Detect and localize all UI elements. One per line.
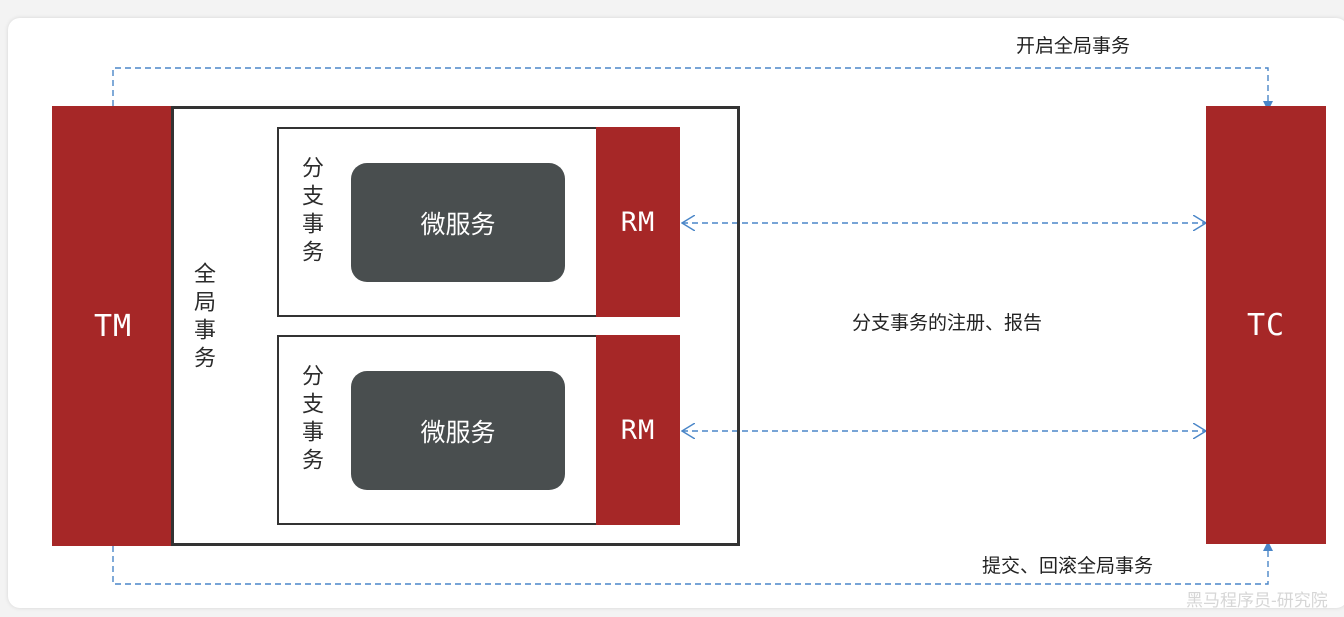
global-transaction-label: 全局事务 [190,262,215,374]
register-report-label: 分支事务的注册、报告 [852,312,1043,334]
microservice-label: 微服务 [420,417,496,447]
commit-rollback-label: 提交、回滚全局事务 [982,555,1154,577]
microservice-label: 微服务 [420,209,496,239]
microservice-node: 微服务 [351,163,565,282]
rm-block: RM [596,335,680,525]
tm-label: TM [93,308,133,344]
branch-transaction-label: 分支事务 [298,364,323,476]
start-global-label: 开启全局事务 [1016,35,1131,57]
branch-transaction-label: 分支事务 [298,156,323,268]
rm-label: RM [620,206,656,238]
tc-label: TC [1246,307,1286,343]
tc-block: TC [1206,106,1326,544]
global-transaction-frame [171,106,740,546]
start-global-connector [112,67,1273,111]
watermark: 黑马程序员-研究院 [1186,591,1328,611]
microservice-node: 微服务 [351,371,565,490]
tm-block: TM [52,106,174,546]
rm-label: RM [620,414,656,446]
commit-rollback-connector [112,541,1273,585]
rm-block: RM [596,127,680,317]
